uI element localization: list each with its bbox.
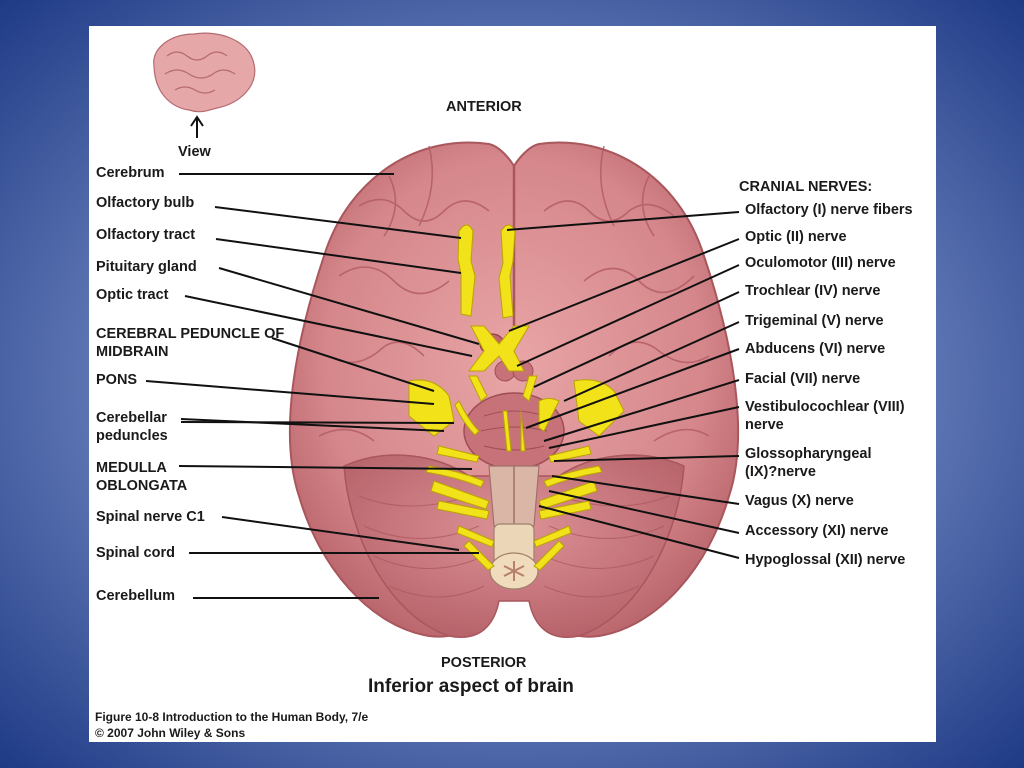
trochlear [454,398,560,436]
figure-caption-line2: © 2007 John Wiley & Sons [95,726,246,740]
label-oculomotor-nerve: Oculomotor (III) nerve [745,255,896,271]
hypoglossal-c1 [463,540,565,571]
posterior-label: POSTERIOR [441,655,527,671]
label-facial-nerve: Facial (VII) nerve [745,371,861,387]
glossopharyngeal-vagus [425,465,603,488]
label-glossopharyngeal-nerve: Glossopharyngeal (IX)?nerve [745,446,872,480]
facial-vestibulocochlear [436,445,592,463]
label-accessory-nerve: Accessory (XI) nerve [745,523,889,539]
accessory [456,525,572,548]
label-cerebellar-peduncles: Cerebellar peduncles [96,410,168,444]
optic-chiasm [468,325,530,372]
label-pituitary-gland: Pituitary gland [96,259,197,275]
label-cerebrum: Cerebrum [96,165,165,181]
label-hypoglossal-nerve: Hypoglossal (XII) nerve [745,552,906,568]
label-cerebral-peduncle: CEREBRAL PEDUNCLE OF MIDBRAIN [96,326,285,360]
slide-panel: ANTERIOR View Cerebrum Olfactory bulb Ol… [89,26,936,742]
label-medulla-oblongata: MEDULLA OBLONGATA [96,460,188,494]
label-vestibulocochlear-nerve: Vestibulocochlear (VIII) nerve [745,399,905,433]
label-trochlear-nerve: Trochlear (IV) nerve [745,283,881,299]
anterior-label: ANTERIOR [446,99,522,115]
label-spinal-cord: Spinal cord [96,545,175,561]
label-vagus-nerve: Vagus (X) nerve [745,493,854,509]
brain-illustration [288,141,740,638]
olfactory-bulb-left [457,224,476,317]
label-olfactory-bulb: Olfactory bulb [96,195,195,211]
view-label: View [178,144,211,160]
label-olfactory-tract: Olfactory tract [96,227,196,243]
label-cerebellum: Cerebellum [96,588,175,604]
label-abducens-nerve: Abducens (VI) nerve [745,341,886,357]
label-olfactory-nerve: Olfactory (I) nerve fibers [745,202,913,218]
figure-caption-line1: Figure 10-8 Introduction to the Human Bo… [95,710,369,724]
inset-brain-icon [153,32,256,138]
brain-diagram [145,32,740,638]
trigeminal-right [573,379,625,437]
figure-title: Inferior aspect of brain [368,676,574,697]
leader-lines [145,173,740,599]
label-spinal-nerve-c1: Spinal nerve C1 [96,509,205,525]
label-optic-nerve: Optic (II) nerve [745,229,847,245]
vagus-bundle-left [430,480,490,520]
label-pons: PONS [96,372,138,388]
abducens [502,410,526,452]
label-optic-tract: Optic tract [96,287,169,303]
label-trigeminal-nerve: Trigeminal (V) nerve [745,313,884,329]
label-cranial-nerves-heading: CRANIAL NERVES: [739,179,873,195]
oculomotor [468,375,538,402]
